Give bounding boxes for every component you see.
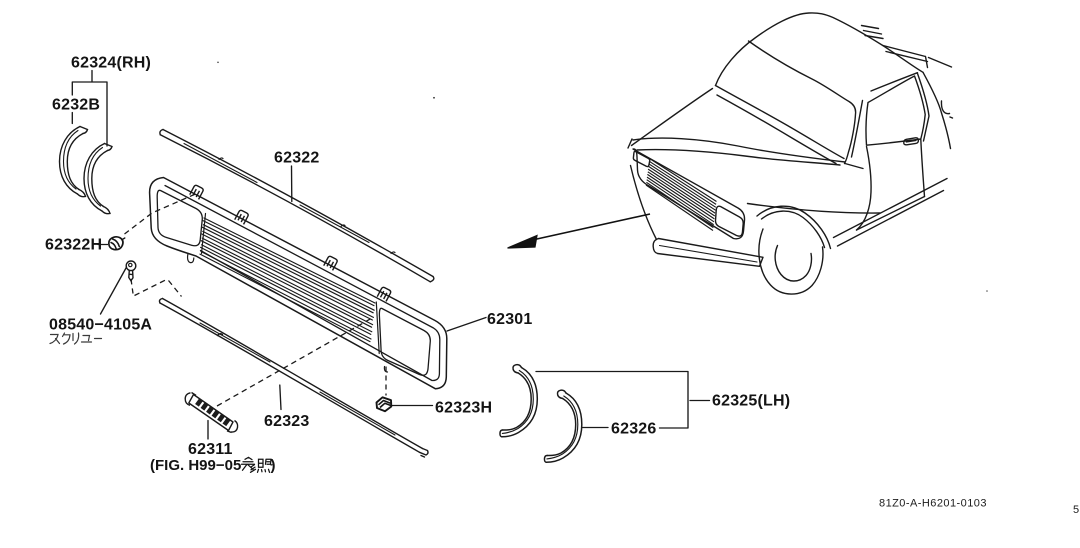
svg-text:(FIG. H99−05: (FIG. H99−05 [150,457,241,474]
svg-text:62323: 62323 [264,413,310,430]
svg-text:81Z0-A-H6201-0103: 81Z0-A-H6201-0103 [879,498,987,510]
svg-text:08540−4105A: 08540−4105A [49,317,152,334]
svg-text:62326: 62326 [611,421,657,438]
svg-text:62323H: 62323H [435,400,492,417]
svg-text:62325(LH): 62325(LH) [712,393,790,410]
svg-text:62322: 62322 [274,150,320,167]
svg-text:6232B: 6232B [52,97,100,114]
svg-text:): ) [271,457,276,474]
svg-text:62311: 62311 [188,441,233,458]
svg-text:62324(RH): 62324(RH) [71,55,151,72]
svg-text:5: 5 [1073,504,1080,516]
svg-text:62322H: 62322H [45,237,102,254]
svg-text:62301: 62301 [487,311,533,328]
